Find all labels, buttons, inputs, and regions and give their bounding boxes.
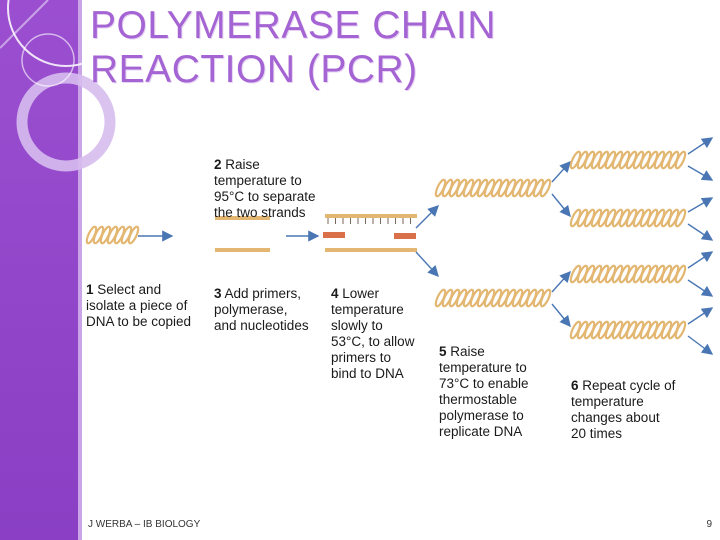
step-5-label: 5 Raise temperature to 73°C to enable th… xyxy=(439,328,528,440)
dna-helix-cycle-2 xyxy=(569,208,687,228)
strand-top-annealing xyxy=(325,214,417,218)
step-3-number: 3 xyxy=(214,286,222,301)
step-5-number: 5 xyxy=(439,344,447,359)
step-4-number: 4 xyxy=(331,286,339,301)
arrow-fanout-3 xyxy=(687,197,714,213)
arrow-cycle-2 xyxy=(551,193,571,218)
arrow-cycle-3 xyxy=(551,270,571,293)
arrow-cycle-4 xyxy=(551,303,571,328)
step-1-number: 1 xyxy=(86,282,94,297)
arrow-fanout-7 xyxy=(687,307,714,325)
arrow-to-copy-lower xyxy=(415,251,439,278)
step-2-text: Raise temperature to 95°C to separate th… xyxy=(214,157,316,220)
step-2-label: 2 Raise temperature to 95°C to separate … xyxy=(214,141,315,221)
step-4-label: 4 Lower temperature slowly to 53°C, to a… xyxy=(331,270,414,382)
dna-helix-original xyxy=(85,225,140,245)
strand-bottom-separated xyxy=(215,248,270,252)
primer-bottom xyxy=(394,233,416,239)
accent-bar-edge xyxy=(78,0,82,540)
arrow-fanout-6 xyxy=(687,279,714,297)
dna-helix-cycle-3 xyxy=(569,264,687,284)
step-6-number: 6 xyxy=(571,378,579,393)
footer-credit: J WERBA – IB BIOLOGY xyxy=(88,519,201,530)
arrow-cycle-1 xyxy=(551,160,571,183)
step-2-number: 2 xyxy=(214,157,222,172)
step-5-text: Raise temperature to 73°C to enable ther… xyxy=(439,344,529,439)
title-line-2: REACTION (PCR) xyxy=(90,48,418,91)
page-number: 9 xyxy=(706,519,712,530)
step-3-text: Add primers, polymerase, and nucleotides xyxy=(214,286,309,333)
arrow-fanout-2 xyxy=(687,165,714,181)
dna-helix-cycle-4 xyxy=(569,320,687,340)
step-6-label: 6 Repeat cycle of temperature changes ab… xyxy=(571,362,675,442)
strand-top-separated xyxy=(215,216,270,220)
arrow-fanout-8 xyxy=(687,335,714,355)
strand-bottom-annealing xyxy=(325,248,417,252)
step-1-text: Select and isolate a piece of DNA to be … xyxy=(86,282,192,329)
arrow-fanout-5 xyxy=(687,251,714,269)
pcr-diagram xyxy=(85,137,714,355)
dna-helix-copy-1 xyxy=(434,178,552,198)
step-4-text: Lower temperature slowly to 53°C, to all… xyxy=(331,286,415,381)
arrow-fanout-4 xyxy=(687,223,714,241)
slide-title: POLYMERASE CHAIN REACTION (PCR) xyxy=(90,4,496,92)
step-1-label: 1 Select and isolate a piece of DNA to b… xyxy=(86,266,191,330)
dna-helix-copy-2 xyxy=(434,288,552,308)
primer-top xyxy=(323,232,345,238)
title-line-1: POLYMERASE CHAIN xyxy=(90,4,497,47)
dna-helix-cycle-1 xyxy=(569,150,687,170)
decorative-circles xyxy=(0,0,125,172)
arrow-to-copy-upper xyxy=(415,205,439,229)
step-3-label: 3 Add primers, polymerase, and nucleotid… xyxy=(214,270,309,334)
arrow-fanout-1 xyxy=(687,137,714,155)
step-6-text: Repeat cycle of temperature changes abou… xyxy=(571,378,676,441)
